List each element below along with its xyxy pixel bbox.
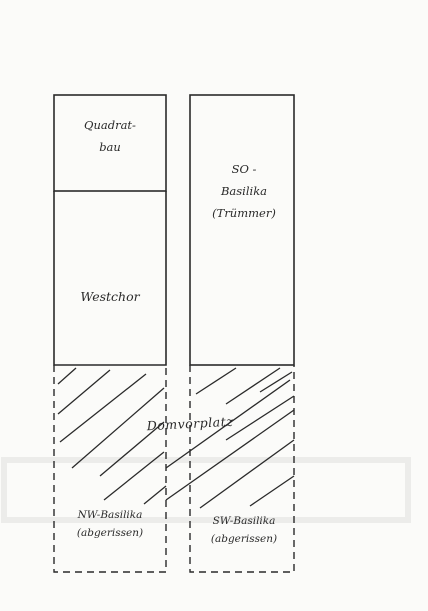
nw-basilika-dashed-outline [53,365,167,573]
westchor-label: Westchor [80,289,140,304]
nw-basilika-label: NW-Basilika (abgerissen) [56,506,164,542]
westchor-box [53,191,167,366]
so-basilika-label: SO - Basilika (Trümmer) [192,158,296,224]
so-basilika-label-line-1: SO - [231,162,257,176]
so-basilika-label-line-2: Basilika [220,184,268,198]
so-basilika-box [189,94,295,366]
sw-basilika-dashed-outline [189,365,295,573]
quadratbau-label: Quadrat- bau [56,114,164,158]
quadratbau-label-line-2: bau [99,140,121,154]
nw-basilika-label-line-1: NW-Basilika [77,509,143,521]
quadratbau-box [53,94,167,192]
quadratbau-label-line-1: Quadrat- [84,118,136,132]
so-basilika-label-line-3: (Trümmer) [212,206,276,220]
sw-basilika-label-line-1: SW-Basilika [212,515,276,527]
nw-basilika-label-line-2: (abgerissen) [76,527,144,539]
sw-basilika-label: SW-Basilika (abgerissen) [192,512,296,548]
scan-smudge [1,457,411,523]
hatching [57,367,295,509]
sw-basilika-label-line-2: (abgerissen) [210,533,278,545]
